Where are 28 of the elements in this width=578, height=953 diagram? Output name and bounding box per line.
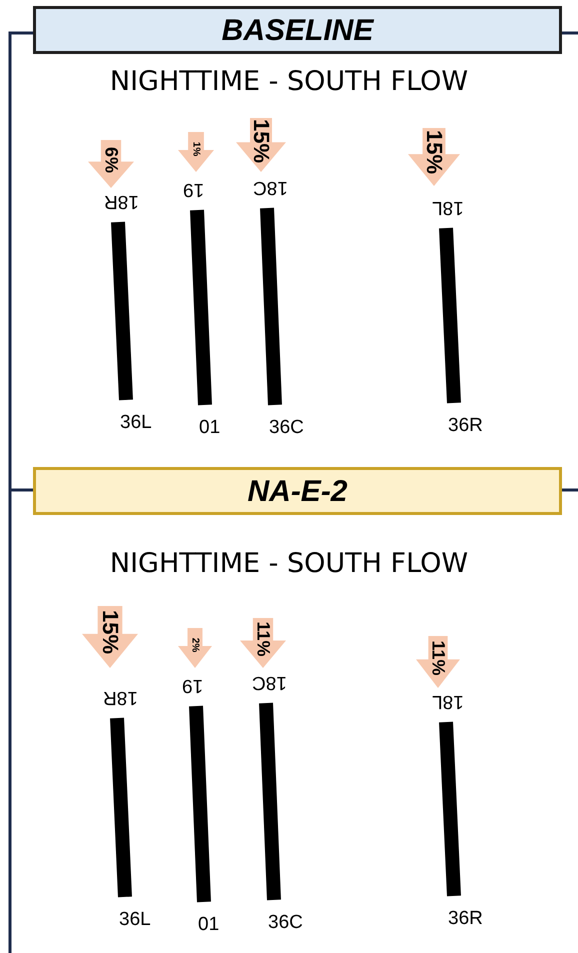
percent-label: 11% bbox=[428, 640, 448, 676]
subtitle: NIGHTTIME - SOUTH FLOW bbox=[108, 66, 470, 97]
panel-header: BASELINE bbox=[33, 6, 562, 54]
runway-label: 18R bbox=[104, 190, 139, 212]
runway-label: 01 bbox=[198, 914, 220, 936]
runway-label: 19 bbox=[183, 178, 204, 200]
runway-label: 18L bbox=[432, 690, 464, 712]
runway-label: 36L bbox=[120, 412, 152, 434]
percent-label: 2% bbox=[190, 638, 200, 652]
percent-label: 15% bbox=[97, 610, 123, 654]
percent-label: 6% bbox=[100, 147, 122, 174]
runway-label: 36R bbox=[448, 908, 483, 930]
percent-label: 1% bbox=[190, 142, 202, 156]
runway-label: 18C bbox=[253, 176, 288, 198]
runway-label: 36R bbox=[448, 415, 483, 437]
runway-label: 36L bbox=[119, 909, 151, 931]
runway-label: 19 bbox=[182, 674, 204, 696]
runway-label: 18L bbox=[432, 196, 464, 218]
percent-label: 15% bbox=[421, 130, 447, 174]
runway-label: 18C bbox=[252, 671, 287, 693]
runway-label: 36C bbox=[269, 417, 304, 439]
runway-label: 01 bbox=[199, 417, 220, 439]
percent-label: 11% bbox=[252, 621, 274, 657]
runway-label: 36C bbox=[268, 912, 303, 934]
subtitle: NIGHTTIME - SOUTH FLOW bbox=[108, 548, 470, 579]
panel-header: NA-E-2 bbox=[33, 467, 562, 515]
percent-label: 15% bbox=[248, 118, 274, 163]
runway-label: 18R bbox=[103, 686, 138, 708]
